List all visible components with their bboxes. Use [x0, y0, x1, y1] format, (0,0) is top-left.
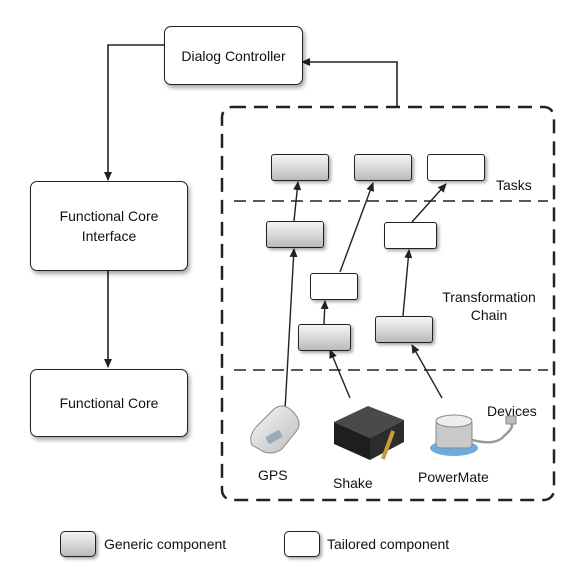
dialog-controller-box: Dialog Controller — [164, 26, 303, 85]
powermate-device-icon — [430, 414, 517, 456]
powermate-tc-up-arrow — [402, 249, 413, 317]
shake-tc-up-arrow — [320, 300, 329, 325]
gps-label: GPS — [258, 467, 288, 483]
transformation-component-gps — [266, 221, 324, 248]
functional-core-interface-label: Functional Core Interface — [59, 208, 159, 244]
legend-generic-swatch — [60, 531, 96, 557]
shake-label: Shake — [333, 475, 373, 491]
gps-to-tc-arrow — [284, 248, 298, 411]
task-component-1 — [271, 154, 329, 181]
legend-tailored-label: Tailored component — [327, 536, 450, 552]
dialog-controller-label: Dialog Controller — [181, 47, 286, 64]
functional-core-box: Functional Core — [30, 369, 188, 437]
transformation-component-shake-lower — [298, 324, 351, 351]
transformation-component-powermate-lower — [375, 316, 433, 343]
shake-tc-to-task-arrow — [339, 182, 374, 273]
shake-device-icon — [334, 406, 404, 460]
powermate-tc-to-task-arrow — [411, 183, 447, 223]
powermate-to-tc-arrow — [411, 344, 443, 399]
gps-tc-to-task-arrow — [293, 181, 302, 222]
tasks-label: Tasks — [496, 177, 532, 193]
devices-label: Devices — [487, 403, 537, 419]
dialog-fci-arrow — [104, 41, 173, 181]
transformation-component-shake-upper — [310, 273, 358, 300]
functional-core-interface-box: Functional Core Interface — [30, 181, 188, 271]
legend-tailored-swatch — [284, 531, 320, 557]
gps-device-icon — [250, 405, 300, 454]
task-component-3 — [427, 154, 485, 181]
framework-dialog-arrow — [301, 58, 398, 107]
transformation-chain-label: Transformation Chain — [442, 289, 536, 323]
legend-generic-label: Generic component — [104, 536, 227, 552]
task-component-2 — [354, 154, 412, 181]
transformation-component-powermate-upper — [384, 222, 437, 249]
framework-region — [220, 105, 556, 502]
functional-core-label: Functional Core — [59, 395, 159, 411]
shake-to-tc-arrow — [329, 349, 351, 399]
powermate-label: PowerMate — [418, 469, 489, 485]
